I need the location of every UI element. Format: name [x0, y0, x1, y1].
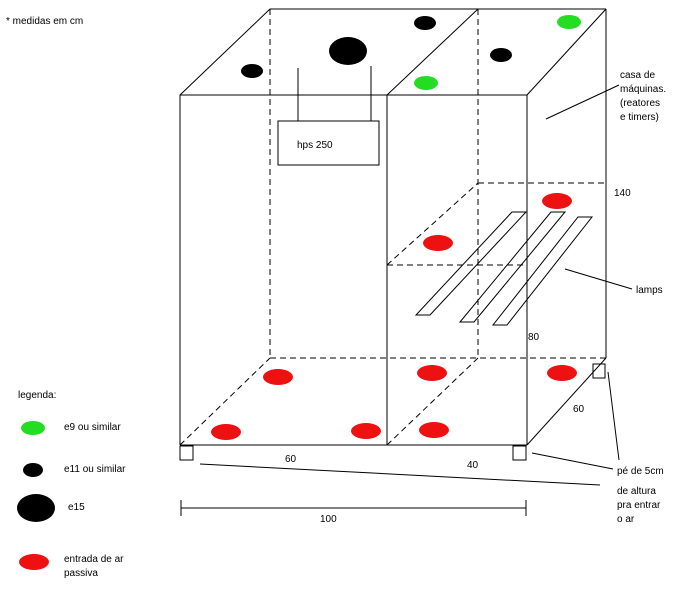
air-intake-vent — [351, 423, 381, 439]
legend-swatch-red — [19, 554, 49, 570]
hps-lamp: hps 250 — [277, 66, 380, 166]
air-intake-vent — [211, 424, 241, 440]
svg-text:pra entrar: pra entrar — [617, 500, 661, 511]
legend-title: legenda: — [18, 390, 56, 401]
svg-text:e timers): e timers) — [620, 112, 659, 123]
foot-back-right — [592, 363, 606, 379]
box-feet — [179, 363, 606, 461]
legend: legenda: e9 ou similar e11 ou similar e1… — [17, 390, 126, 579]
pe-label: pé de 5cm de altura pra entrar o ar — [617, 466, 664, 525]
svg-text:e11 ou similar: e11 ou similar — [64, 464, 126, 475]
svg-text:e15: e15 — [68, 502, 85, 513]
box-front-edges — [179, 9, 607, 446]
svg-text:e9 ou similar: e9 ou similar — [64, 422, 121, 433]
width-60-label: 60 — [285, 454, 297, 465]
legend-item-e9: e9 ou similar — [21, 421, 121, 435]
measurement-note: * medidas em cm — [6, 16, 83, 27]
legend-item-air-intake: entrada de ar passiva — [19, 554, 124, 579]
cfl-lamp-2 — [458, 211, 567, 323]
e15-socket — [329, 37, 367, 65]
lamps-label: lamps — [636, 285, 663, 296]
legend-swatch-small-black — [23, 463, 43, 477]
box-top-face — [179, 8, 607, 96]
air-intake-vent — [263, 369, 293, 385]
air-intake-vent — [419, 422, 449, 438]
svg-text:de altura: de altura — [617, 486, 656, 497]
width-100-label: 100 — [320, 514, 337, 525]
air-intake-vent — [547, 365, 577, 381]
hps-label: hps 250 — [297, 140, 333, 151]
svg-text:passiva: passiva — [64, 568, 98, 579]
width-40-label: 40 — [467, 460, 479, 471]
legend-swatch-big-black — [17, 494, 55, 522]
e11-socket — [490, 48, 512, 62]
foot-front-right — [512, 445, 527, 461]
svg-text:(reatores: (reatores — [620, 98, 660, 109]
e9-socket — [414, 76, 438, 90]
casa-de-maquinas-label: casa de máquinas. (reatores e timers) — [620, 70, 666, 123]
legend-swatch-green — [21, 421, 45, 435]
depth-60-label: 60 — [573, 404, 585, 415]
height-80-label: 80 — [528, 332, 540, 343]
dimension-labels: casa de máquinas. (reatores e timers) 14… — [285, 70, 666, 525]
fixtures — [211, 15, 581, 440]
air-intake-vent — [417, 365, 447, 381]
svg-text:máquinas.: máquinas. — [620, 84, 666, 95]
foot-front-left — [179, 445, 194, 461]
callout-lines — [199, 84, 633, 486]
svg-text:o ar: o ar — [617, 514, 635, 525]
svg-text:entrada de ar: entrada de ar — [64, 554, 124, 565]
height-140-label: 140 — [614, 188, 631, 199]
e11-socket — [414, 16, 436, 30]
cfl-lamps — [414, 211, 594, 326]
legend-item-e11: e11 ou similar — [23, 463, 126, 477]
cfl-lamp-1 — [414, 211, 528, 316]
legend-item-e15: e15 — [17, 494, 85, 522]
e9-socket — [557, 15, 581, 29]
svg-text:pé de 5cm: pé de 5cm — [617, 466, 664, 477]
total-width-dimension: 100 — [180, 500, 527, 525]
e11-socket — [241, 64, 263, 78]
air-intake-vent — [423, 235, 453, 251]
svg-text:casa de: casa de — [620, 70, 655, 81]
cfl-lamp-3 — [491, 216, 594, 326]
air-intake-vent — [542, 193, 572, 209]
